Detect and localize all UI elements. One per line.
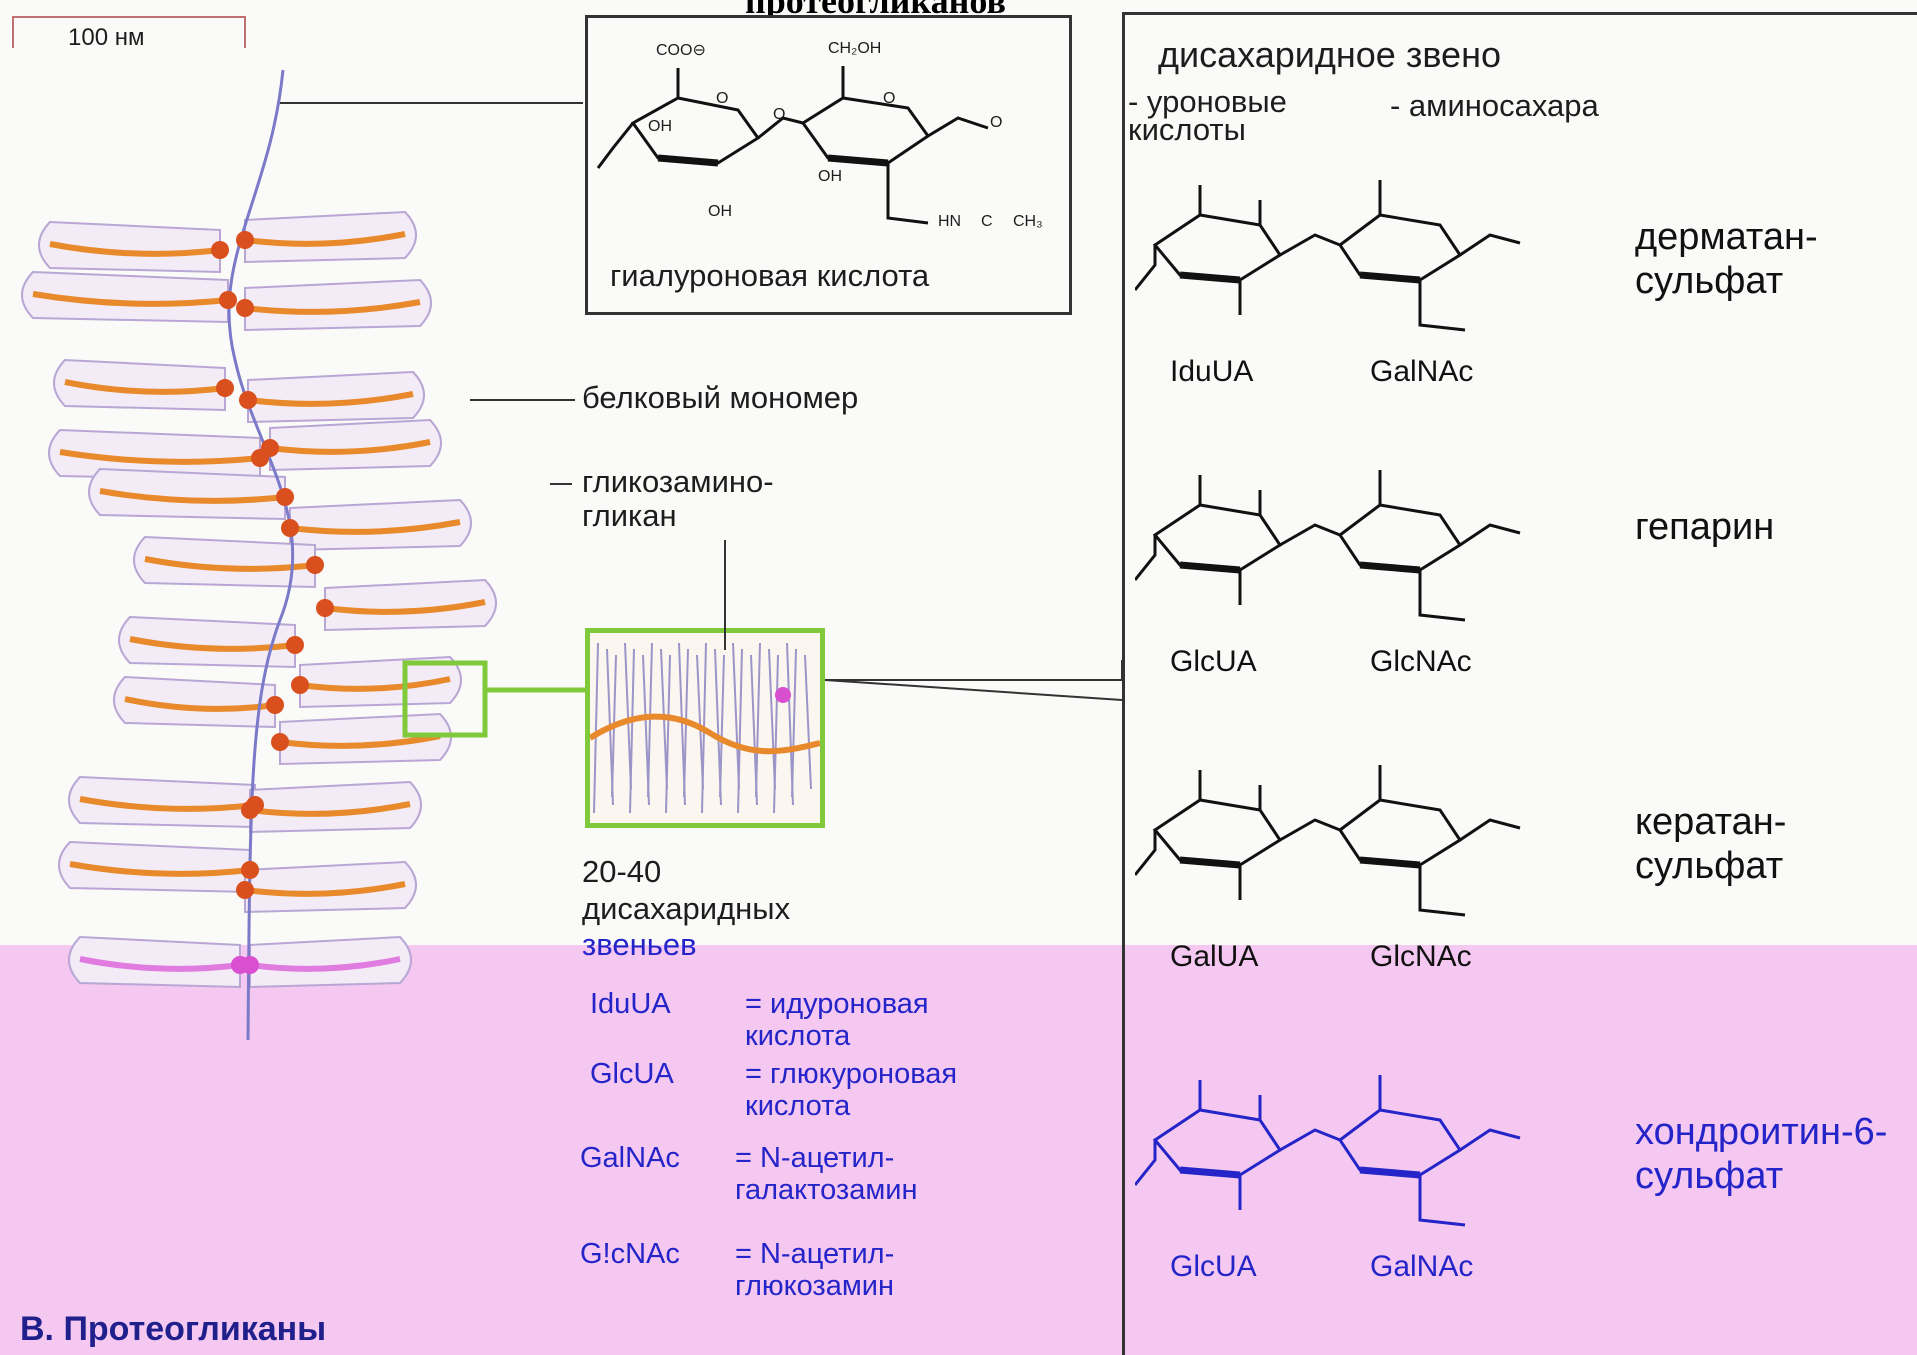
protein-arm (245, 212, 416, 262)
attachment-dot (236, 231, 254, 249)
protein-arm (245, 862, 416, 912)
disaccharide-row: кератан-сульфатGalUA GlcNAc (1130, 740, 1910, 1000)
hya-o4: O (990, 114, 1002, 132)
disaccharide-structure (1135, 445, 1555, 645)
protein-arm (248, 372, 424, 422)
protein-arm (89, 469, 285, 519)
hya-oh2: OH (708, 203, 732, 221)
panel-label: В. Протеогликаны (20, 1310, 326, 1349)
attachment-dot (241, 861, 259, 879)
legend-definition: = N-ацетил-глюкозамин (735, 1238, 995, 1302)
amino-sugar-abbr: GlcNAc (1370, 645, 1472, 679)
hya-coo: COO⊖ (656, 40, 706, 60)
protein-arm (59, 842, 250, 892)
protein-arm (69, 777, 255, 827)
hya-oh3: OH (818, 168, 842, 186)
amino-sugar-abbr: GalNAc (1370, 355, 1473, 389)
attachment-dot (241, 956, 259, 974)
legend-abbr: GalNAc (580, 1142, 680, 1175)
protein-arm (69, 937, 240, 987)
hya-o2: O (773, 106, 785, 124)
label-units-line3: звеньев (582, 928, 697, 962)
protein-arm (39, 222, 220, 272)
attachment-dot (306, 556, 324, 574)
disaccharide-row: гепаринGlcUA GlcNAc (1130, 445, 1910, 705)
legend-row-glcua: GlcUA = глюкуроновая кислота (590, 1058, 1050, 1128)
protein-arm (54, 360, 225, 410)
attachment-dot (261, 439, 279, 457)
right-sub-amino: - аминосахара (1390, 88, 1599, 124)
protein-arm (134, 537, 315, 587)
label-units-line2: дисахаридных (582, 892, 790, 926)
hya-c: C (981, 213, 993, 231)
disaccharide-name: хондроитин-6-сульфат (1635, 1110, 1910, 1198)
hyaluronic-caption: гиалуроновая кислота (610, 258, 929, 294)
attachment-dot (271, 733, 289, 751)
protein-arm (250, 782, 421, 832)
protein-arm (325, 580, 496, 630)
attachment-dot (266, 696, 284, 714)
legend-abbr: G!cNAc (580, 1238, 680, 1271)
attachment-dot (291, 676, 309, 694)
attachment-dot (219, 291, 237, 309)
amino-sugar-abbr: GlcNAc (1370, 940, 1472, 974)
attachment-dot (236, 299, 254, 317)
label-units-line1: 20-40 (582, 855, 661, 889)
uronic-acid-abbr: GalUA (1170, 940, 1258, 974)
proteoglycan-illustration (0, 0, 600, 1060)
disaccharide-name: кератан-сульфат (1635, 800, 1910, 888)
legend-row-iduua: IduUA = идуроновая кислота (590, 988, 1050, 1058)
hya-o3: O (883, 90, 895, 108)
label-leader-lines (460, 380, 580, 500)
protein-arm (290, 500, 471, 550)
hya-ch2oh: CH₂OH (828, 40, 881, 58)
gag-leader-lines (580, 540, 1140, 820)
uronic-acid-abbr: GlcUA (1170, 645, 1257, 679)
protein-arm (114, 677, 275, 727)
disaccharide-structure (1135, 1050, 1555, 1250)
attachment-dot (316, 599, 334, 617)
hya-o1: O (716, 90, 728, 108)
hyaluronic-acid-box: COO⊖ CH₂OH O O O O OH OH OH HN C CH₃ гиа… (585, 15, 1072, 315)
hya-ch3: CH₃ (1013, 213, 1043, 231)
uronic-acid-abbr: GlcUA (1170, 1250, 1257, 1284)
protein-arm (280, 714, 451, 764)
legend-definition: = идуроновая кислота (745, 988, 1005, 1052)
protein-arms (22, 212, 496, 987)
legend-definition: = глюкуроновая кислота (745, 1058, 1005, 1122)
attachment-dot (241, 801, 259, 819)
uronic-acid-abbr: IduUA (1170, 355, 1253, 389)
label-protein-monomer: белковый мономер (582, 380, 858, 416)
attachment-dot (281, 519, 299, 537)
attachment-dot (211, 241, 229, 259)
label-gag-line1: гликозамино- (582, 465, 774, 499)
protein-arm (245, 280, 431, 330)
attachment-dot (276, 488, 294, 506)
disaccharide-structure (1135, 155, 1555, 355)
protein-arm (250, 937, 411, 987)
legend-abbr: GlcUA (590, 1058, 674, 1091)
hya-oh1: OH (648, 118, 672, 136)
hya-hn: HN (938, 213, 961, 231)
disaccharide-name: гепарин (1635, 505, 1910, 549)
attachment-dot (286, 636, 304, 654)
legend-row-galnac: GalNAc = N-ацетил-галактозамин (580, 1142, 1050, 1212)
disaccharide-structure (1135, 740, 1555, 940)
protein-arm (22, 272, 228, 322)
legend-definition: = N-ацетил-галактозамин (735, 1142, 995, 1206)
protein-arm (270, 420, 441, 470)
label-gag-line2: гликан (582, 499, 677, 533)
attachment-dot (236, 881, 254, 899)
legend-row-glcnac: G!cNAc = N-ацетил-глюкозамин (580, 1238, 1050, 1308)
right-header: дисахаридное звено (1158, 34, 1501, 76)
right-sub-uronic: - уроновые кислоты (1128, 88, 1328, 144)
disaccharide-name: дерматан-сульфат (1635, 215, 1910, 303)
legend-abbr: IduUA (590, 988, 671, 1021)
disaccharide-row: хондроитин-6-сульфатGlcUA GalNAc (1130, 1050, 1910, 1310)
attachment-dot (239, 391, 257, 409)
amino-sugar-abbr: GalNAc (1370, 1250, 1473, 1284)
attachment-dot (216, 379, 234, 397)
